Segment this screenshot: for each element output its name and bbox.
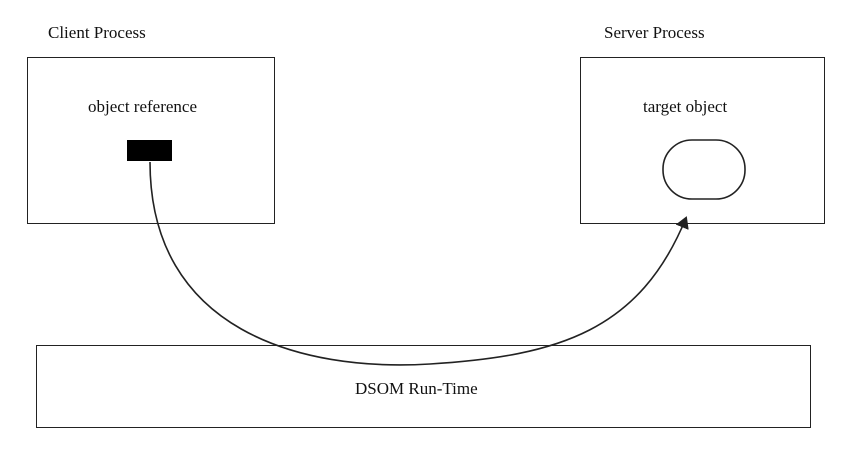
target-object-shape xyxy=(662,139,746,200)
client-process-title: Client Process xyxy=(48,23,146,42)
object-reference-label: object reference xyxy=(88,97,197,116)
dsom-runtime-label: DSOM Run-Time xyxy=(355,379,478,398)
invocation-arrow xyxy=(149,161,689,366)
server-process-title: Server Process xyxy=(604,23,705,42)
dsom-runtime-box xyxy=(36,345,811,428)
target-object-label: target object xyxy=(643,97,728,116)
object-reference-marker xyxy=(127,140,172,161)
